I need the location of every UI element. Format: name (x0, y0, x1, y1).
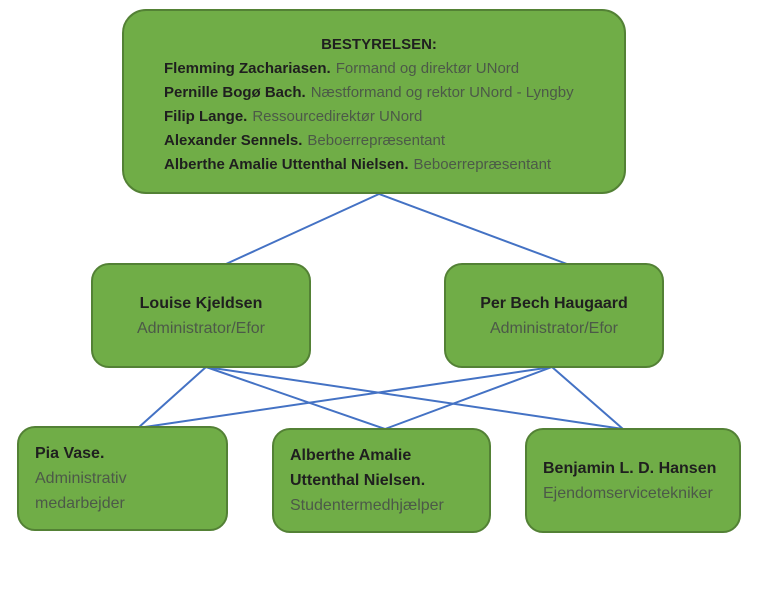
staff-role: Administrativ medarbejder (35, 470, 127, 512)
connector-board-manager-left (225, 193, 380, 265)
staff-name: Pia Vase. (35, 445, 105, 462)
staff-box-benjamin-l-d-hansen: Benjamin L. D. Hansen Ejendomservicetekn… (525, 428, 741, 533)
member-role: Formand og direktør UNord (335, 60, 520, 77)
connector-manager-left-staff-2 (205, 366, 624, 430)
member-name: Pernille Bogø Bach. (164, 84, 306, 101)
board-member: Alberthe Amalie Uttenthal Nielsen.Beboer… (164, 153, 594, 177)
member-role: Ressourcedirektør UNord (252, 108, 423, 125)
connector-manager-right-staff-0 (137, 366, 553, 429)
manager-box-louise-kjeldsen: Louise Kjeldsen Administrator/Efor (91, 263, 311, 368)
member-name: Flemming Zachariasen. (164, 60, 331, 77)
connector-board-manager-right (378, 193, 568, 265)
member-role: Beboerrepræsentant (413, 156, 552, 173)
connector-manager-left-staff-0 (137, 366, 207, 429)
staff-name: Alberthe Amalie Uttenthal Nielsen. (290, 447, 426, 489)
board-member: Alexander Sennels.Beboerrepræsentant (164, 129, 594, 153)
member-role: Beboerrepræsentant (307, 132, 445, 149)
staff-role: Ejendomservicetekniker (543, 484, 713, 502)
connector-manager-right-staff-1 (384, 366, 553, 430)
staff-box-alberthe-amalie-uttenthal-nielsen: Alberthe Amalie Uttenthal Nielsen. Stude… (272, 428, 491, 533)
manager-role: Administrator/Efor (489, 319, 619, 337)
member-name: Alexander Sennels. (164, 132, 303, 149)
manager-name: Louise Kjeldsen (139, 294, 263, 312)
connector-manager-left-staff-1 (205, 366, 386, 430)
manager-name: Per Bech Haugaard (480, 294, 628, 312)
board-member: Filip Lange.Ressourcedirektør UNord (164, 105, 594, 129)
staff-name: Benjamin L. D. Hansen (543, 459, 717, 477)
staff-role: Studentermedhjælper (290, 497, 444, 514)
member-role: Næstformand og rektor UNord - Lyngby (310, 84, 574, 101)
staff-box-pia-vase: Pia Vase. Administrativ medarbejder (17, 426, 228, 531)
connector-manager-right-staff-2 (551, 366, 624, 430)
manager-role: Administrator/Efor (136, 319, 266, 337)
member-name: Alberthe Amalie Uttenthal Nielsen. (164, 156, 409, 173)
board-title: BESTYRELSEN: (321, 36, 437, 53)
member-name: Filip Lange. (164, 108, 248, 125)
board-member: Pernille Bogø Bach.Næstformand og rektor… (164, 81, 594, 105)
board-box: BESTYRELSEN: Flemming Zachariasen.Forman… (122, 9, 626, 194)
board-member: Flemming Zachariasen.Formand og direktør… (164, 57, 594, 81)
manager-box-per-bech-haugaard: Per Bech Haugaard Administrator/Efor (444, 263, 664, 368)
